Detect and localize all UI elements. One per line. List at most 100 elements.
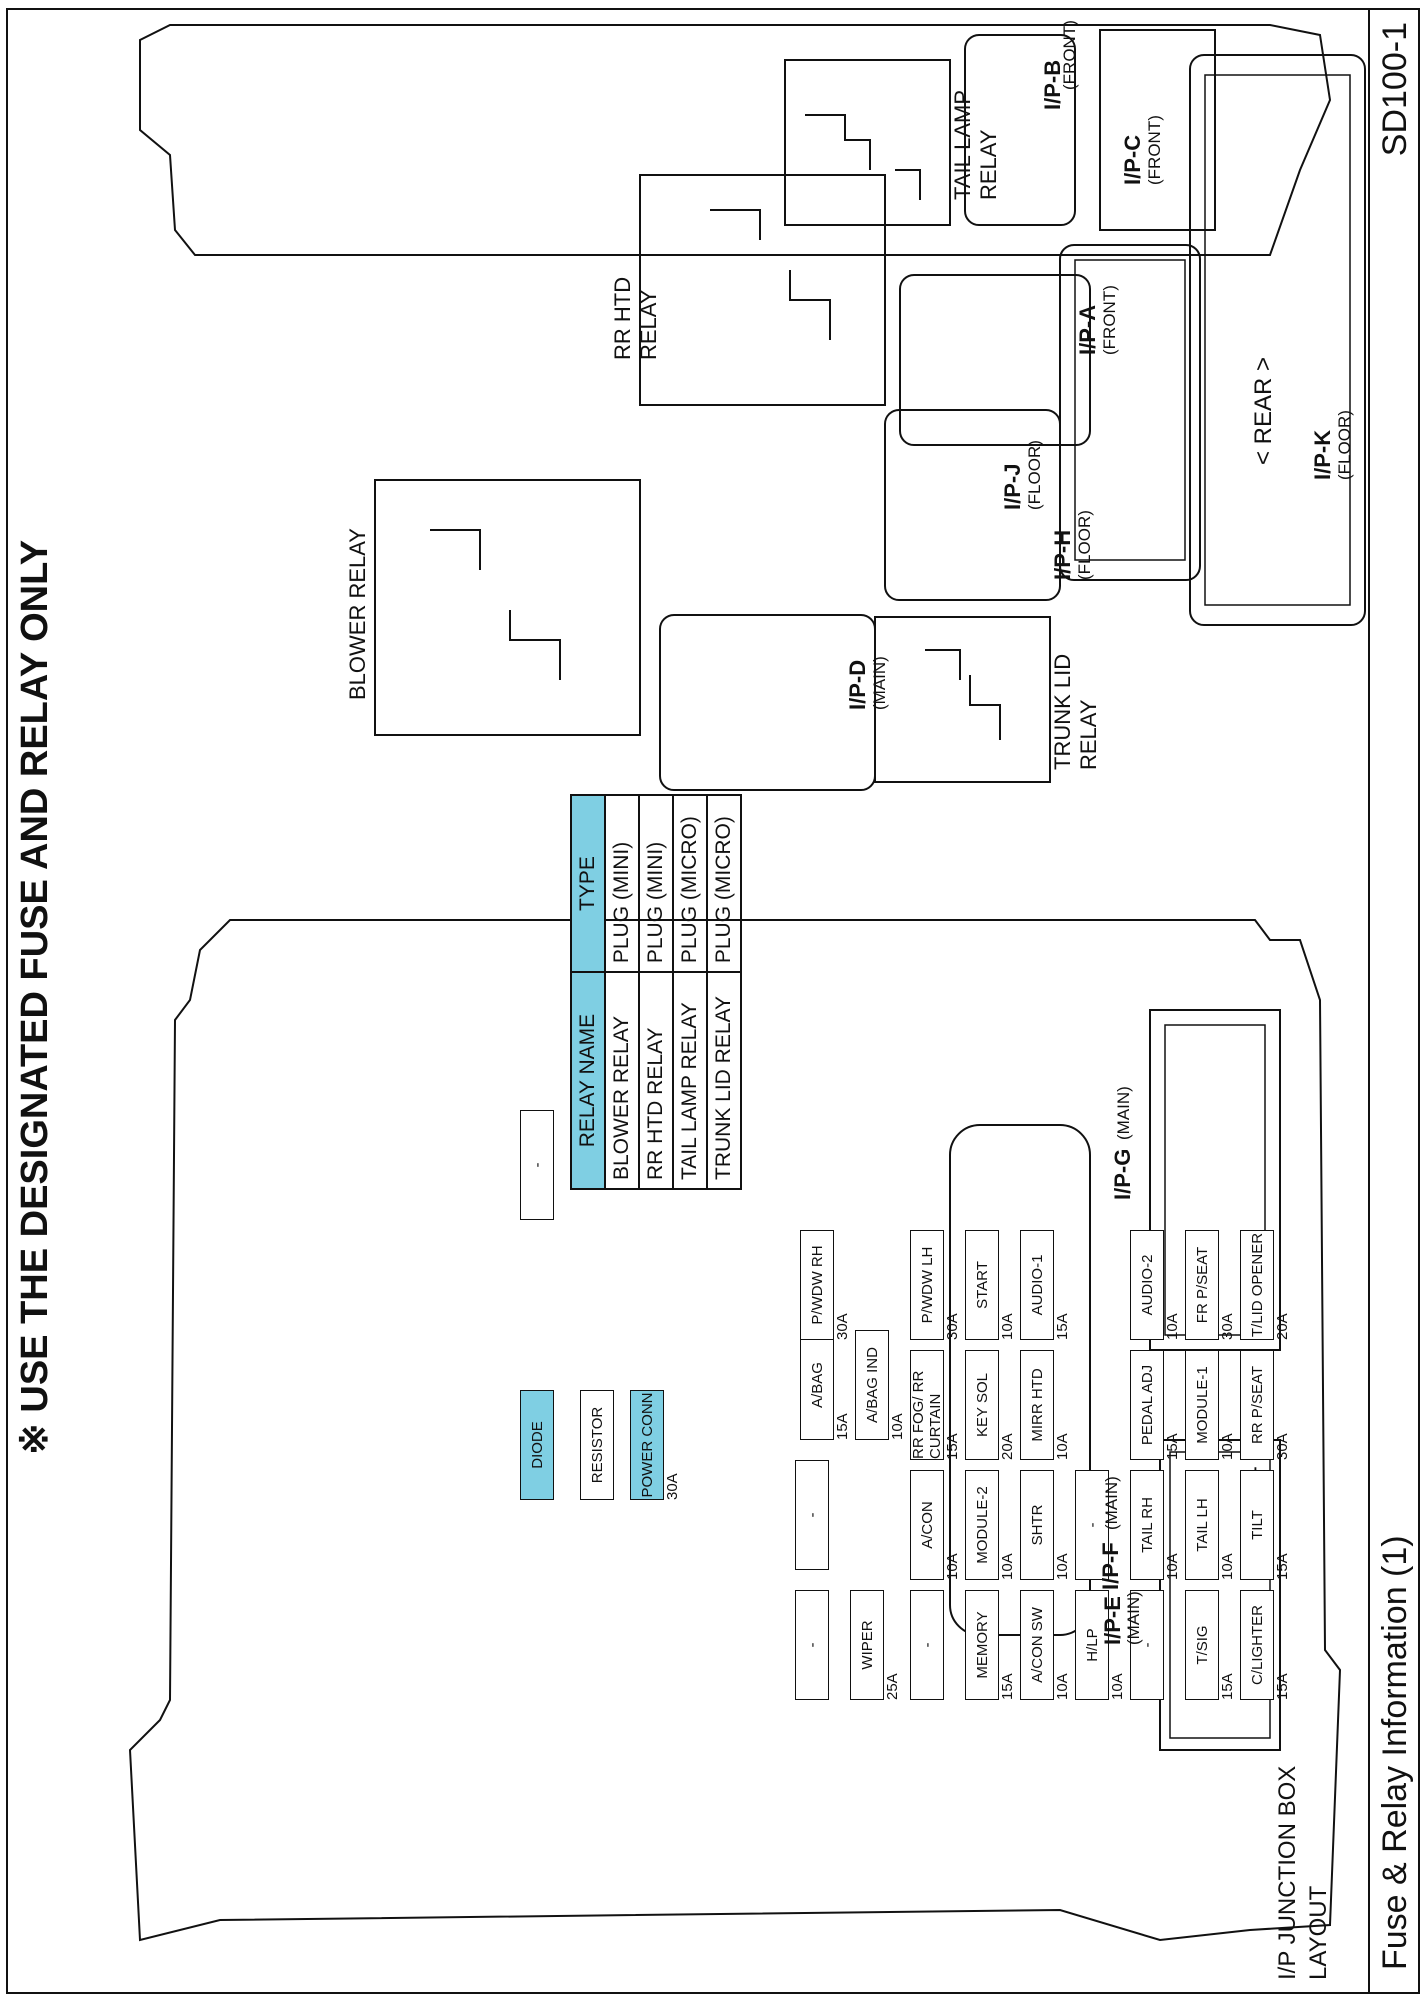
table-row: TAIL LAMP RELAY PLUG (MICRO)	[673, 795, 707, 1189]
fuse-slot: MODULE-1	[1185, 1350, 1219, 1460]
fuse-slot: DIODE	[520, 1390, 554, 1500]
ip-a-sublabel: (FRONT)	[1100, 285, 1119, 355]
fuse-slot: SHTR	[1020, 1470, 1054, 1580]
ip-c-label: I/P-C	[1120, 134, 1145, 185]
fuse-amp: 30A	[664, 1473, 681, 1500]
ip-g-sublabel: (MAIN)	[1114, 1086, 1133, 1140]
fuse-amp: 10A	[999, 1313, 1016, 1340]
relay-type-cell: PLUG (MICRO)	[673, 795, 707, 973]
fuse-amp: 20A	[1274, 1313, 1291, 1340]
fuse-amp: 15A	[1164, 1433, 1181, 1460]
fuse-amp: 30A	[1274, 1433, 1291, 1460]
rr-htd-relay-label: RR HTD RELAY	[610, 276, 661, 360]
fuse-slot: MEMORY	[965, 1590, 999, 1700]
fuse-slot: START	[965, 1230, 999, 1340]
fuse-amp: 15A	[834, 1413, 851, 1440]
blower-relay-housing	[374, 479, 641, 736]
fuse-slot: RR FOG/ RR CURTAIN	[910, 1350, 944, 1460]
relay-name-cell: TAIL LAMP RELAY	[673, 972, 707, 1189]
fuse-slot: RR P/SEAT	[1240, 1350, 1274, 1460]
ip-j-sublabel: (FLOOR)	[1025, 440, 1044, 510]
fuse-slot: TAIL RH	[1130, 1470, 1164, 1580]
fuse-amp: 30A	[834, 1313, 851, 1340]
ip-k-label: I/P-K	[1310, 429, 1335, 480]
relay-type-table: RELAY NAME TYPE BLOWER RELAY PLUG (MINI)…	[570, 794, 742, 1190]
fuse-slot: FR P/SEAT	[1185, 1230, 1219, 1340]
fuse-slot: A/BAG IND	[855, 1330, 889, 1440]
fuse-slot: T/SIG	[1185, 1590, 1219, 1700]
ip-d-sublabel: (MAIN)	[870, 656, 889, 710]
fuse-slot: A/CON	[910, 1470, 944, 1580]
fuse-slot: P/WDW LH	[910, 1230, 944, 1340]
ip-b-connector	[964, 34, 1076, 226]
ip-k-sublabel: (FLOOR)	[1335, 410, 1354, 480]
front-housing-outline	[128, 919, 1342, 1942]
relay-name-cell: BLOWER RELAY	[605, 972, 639, 1189]
fuse-slot: MIRR HTD	[1020, 1350, 1054, 1460]
fuse-amp: 15A	[1219, 1673, 1236, 1700]
relay-type-cell: PLUG (MINI)	[605, 795, 639, 973]
relay-name-cell: TRUNK LID RELAY	[707, 972, 741, 1189]
fuse-slot: KEY SOL	[965, 1350, 999, 1460]
fuse-slot: RESISTOR	[580, 1390, 614, 1500]
rear-housing-outline	[139, 24, 1332, 256]
ip-j-label: I/P-J	[1000, 463, 1025, 510]
fuse-amp: 10A	[1219, 1433, 1236, 1460]
fuse-amp: 10A	[944, 1553, 961, 1580]
ip-j-body	[1059, 244, 1201, 581]
fuse-slot: -	[910, 1590, 944, 1700]
trunk-lid-relay-label: TRUNK LID RELAY	[1050, 653, 1101, 770]
ip-a-connector	[899, 274, 1091, 446]
fuse-amp: 10A	[1109, 1673, 1126, 1700]
ip-e-label: I/P-E	[1100, 1596, 1125, 1645]
fuse-amp: 15A	[1274, 1673, 1291, 1700]
fuse-amp: 30A	[1219, 1313, 1236, 1340]
tail-lamp-relay-housing	[784, 59, 951, 226]
fuse-amp: 15A	[1054, 1313, 1071, 1340]
fuse-amp: 10A	[1054, 1553, 1071, 1580]
fuse-amp: 10A	[1054, 1433, 1071, 1460]
table-row: BLOWER RELAY PLUG (MINI)	[605, 795, 639, 1189]
fuse-slot: C/LIGHTER	[1240, 1590, 1274, 1700]
fuse-slot: PEDAL ADJ	[1130, 1350, 1164, 1460]
ip-d-label: I/P-D	[845, 659, 870, 710]
fuse-slot: AUDIO-1	[1020, 1230, 1054, 1340]
ip-h-sublabel: (FLOOR)	[1075, 510, 1094, 580]
fuse-amp: 15A	[999, 1673, 1016, 1700]
relay-name-cell: RR HTD RELAY	[639, 972, 673, 1189]
fuse-slot: T/LID OPENER	[1240, 1230, 1274, 1340]
fuse-amp: 10A	[1164, 1313, 1181, 1340]
ip-f-sublabel: (MAIN)	[1102, 1476, 1121, 1530]
fuse-slot: P/WDW RH	[800, 1230, 834, 1340]
blower-relay-label: BLOWER RELAY	[345, 528, 370, 700]
tail-lamp-relay-label: TAIL LAMP RELAY	[950, 90, 1001, 200]
fuse-amp: 10A	[1219, 1553, 1236, 1580]
relay-type-header: TYPE	[571, 795, 605, 973]
trunk-lid-relay-housing	[874, 616, 1051, 783]
fuse-slot: -	[795, 1460, 829, 1570]
table-row: TRUNK LID RELAY PLUG (MICRO)	[707, 795, 741, 1189]
ip-g-label: I/P-G	[1110, 1148, 1135, 1200]
fuse-slot: TILT	[1240, 1470, 1274, 1580]
ip-c-sublabel: (FRONT)	[1145, 115, 1164, 185]
ip-h-label: I/P-H	[1050, 529, 1075, 580]
rr-htd-relay-housing	[639, 174, 886, 406]
fuse-amp: 15A	[944, 1433, 961, 1460]
fuse-slot: AUDIO-2	[1130, 1230, 1164, 1340]
fuse-slot: -	[795, 1590, 829, 1700]
fuse-amp: 10A	[1164, 1553, 1181, 1580]
fuse-slot: TAIL LH	[1185, 1470, 1219, 1580]
relay-type-cell: PLUG (MINI)	[639, 795, 673, 973]
relay-type-cell: PLUG (MICRO)	[707, 795, 741, 973]
fuse-slot: MODULE-2	[965, 1470, 999, 1580]
ip-f-label: I/P-F	[1098, 1542, 1123, 1590]
ip-e-sublabel: (MAIN)	[1124, 1591, 1143, 1645]
fuse-slot: WIPER	[850, 1590, 884, 1700]
fuse-slot: POWER CONN	[630, 1390, 664, 1500]
fuse-slot: A/BAG	[800, 1330, 834, 1440]
ip-a-label: I/P-A	[1075, 304, 1100, 355]
fuse-slot: A/CON SW	[1020, 1590, 1054, 1700]
ip-b-sublabel: (FRONT)	[1060, 20, 1079, 90]
